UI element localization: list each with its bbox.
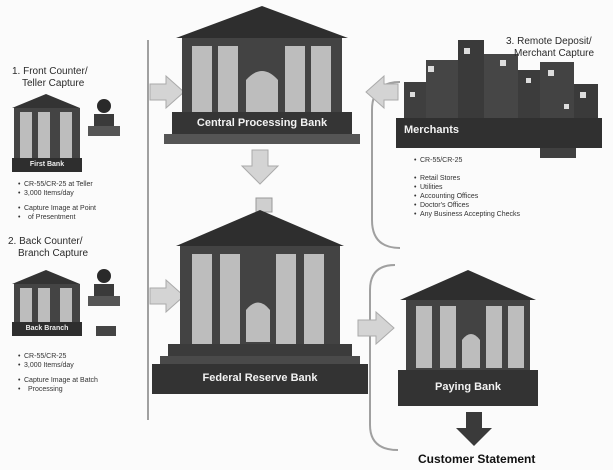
merchant-type-item: Retail Stores <box>414 174 520 183</box>
merchant-type-item: Any Business Accepting Checks <box>414 210 520 219</box>
front-counter-bullets-a: CR-55/CR-25 at Teller 3,000 Items/day <box>18 180 93 198</box>
remote-deposit-title: 3. Remote Deposit/ Merchant Capture <box>506 36 594 60</box>
back-counter-title-line2: Branch Capture <box>18 248 89 259</box>
arrow-merchants-to-central <box>365 74 399 110</box>
arrow-paying-to-statement <box>456 412 492 446</box>
back-counter-title: 2. Back Counter/ Branch Capture <box>8 236 88 260</box>
arrow-front-to-central <box>149 74 185 110</box>
arrow-back-to-federal <box>149 278 185 314</box>
merchants-buildings <box>396 40 602 158</box>
back-branch-label: Back Branch <box>25 325 69 332</box>
first-bank-label: First Bank <box>29 161 65 168</box>
front-counter-bullet: CR-55/CR-25 at Teller <box>18 180 93 189</box>
back-counter-bullets-a: CR-55/CR-25 3,000 Items/day <box>18 352 74 370</box>
federal-reserve-bank-label: Federal Reserve Bank <box>202 372 318 384</box>
merchant-type-item: Doctor's Offices <box>414 201 520 210</box>
front-counter-title-line2: Teller Capture <box>22 78 85 89</box>
front-counter-title: 1. Front Counter/ Teller Capture <box>12 66 88 90</box>
front-counter-bullets-b: Capture Image at Point of Presentment <box>18 204 96 222</box>
customer-statement-label: Customer Statement <box>418 452 536 466</box>
right-top-connector-line <box>371 81 401 249</box>
right-bottom-connector-line <box>369 264 399 451</box>
back-counter-bullet: Processing <box>18 385 98 394</box>
back-counter-bullet: CR-55/CR-25 <box>18 352 74 361</box>
federal-reserve-bank-building <box>152 210 368 394</box>
remote-deposit-title-line1: 3. Remote Deposit/ <box>506 36 592 47</box>
front-counter-bullet: of Presentment <box>18 213 96 222</box>
small-marker-above-federal <box>255 197 273 213</box>
first-bank-building <box>12 94 82 172</box>
back-counter-bullet: Capture Image at Batch <box>18 376 98 385</box>
central-processing-bank-building <box>164 6 360 144</box>
paying-bank-label: Paying Bank <box>434 381 502 393</box>
teller-icon <box>88 99 120 136</box>
merchant-type-list: Retail Stores Utilities Accounting Offic… <box>414 174 520 219</box>
branch-operator-icon <box>88 269 120 336</box>
remote-deposit-title-line2: Merchant Capture <box>514 48 595 59</box>
back-counter-title-line1: 2. Back Counter/ <box>8 236 83 247</box>
arrow-federal-to-paying <box>357 310 395 346</box>
back-branch-building <box>12 270 82 336</box>
front-counter-bullet: Capture Image at Point <box>18 204 96 213</box>
merchants-label: Merchants <box>404 124 460 136</box>
arrow-central-to-federal <box>240 149 280 185</box>
back-counter-bullet: 3,000 Items/day <box>18 361 74 370</box>
merchant-device: CR-55/CR-25 <box>414 156 462 165</box>
central-processing-bank-label: Central Processing Bank <box>196 117 328 129</box>
front-counter-title-line1: 1. Front Counter/ <box>12 66 88 77</box>
back-counter-bullets-b: Capture Image at Batch Processing <box>18 376 98 394</box>
merchant-device-list: CR-55/CR-25 <box>414 156 462 165</box>
front-counter-bullet: 3,000 Items/day <box>18 189 93 198</box>
merchant-type-item: Accounting Offices <box>414 192 520 201</box>
paying-bank-building <box>398 270 538 406</box>
merchant-type-item: Utilities <box>414 183 520 192</box>
